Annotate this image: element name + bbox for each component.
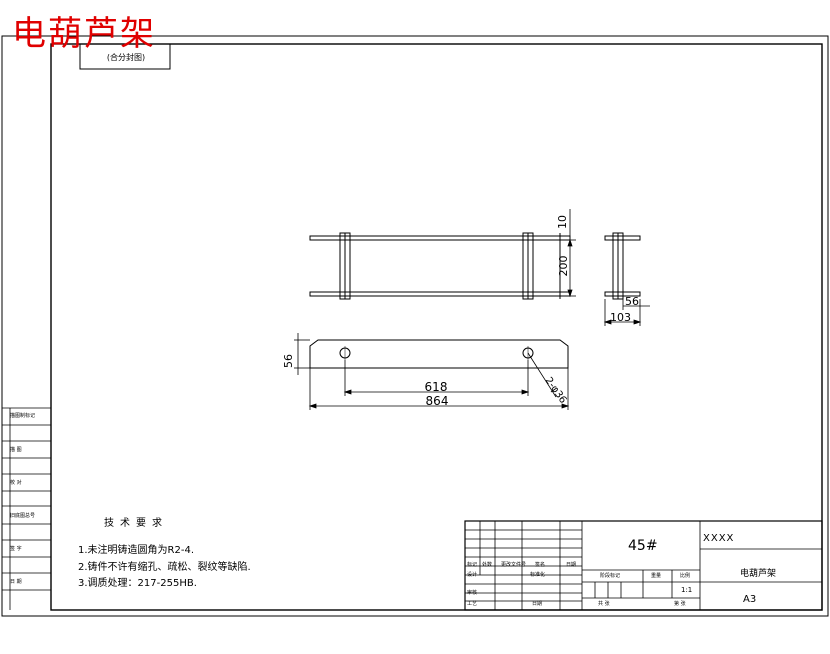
tb-label-date: 日期 <box>566 562 577 568</box>
tb-scale-value: 1:1 <box>681 586 693 594</box>
dim-top-offset: 10 <box>556 215 569 229</box>
tb-label-sheet-no: 第 张 <box>674 601 686 607</box>
dim-hole-note: 2-φ36 <box>543 375 569 405</box>
dim-height: 200 <box>557 256 570 277</box>
tb-material: 45# <box>628 538 658 554</box>
tb-label-mark: 标记 <box>467 562 478 568</box>
side-view-dimensions <box>603 299 650 326</box>
side-label-date: 日 期 <box>10 579 22 585</box>
front-top-rail <box>309 235 571 241</box>
tb-part-name: 电葫芦架 <box>740 569 777 579</box>
sheet-outer-border <box>1 35 829 617</box>
drawing-title: 电葫芦架 <box>12 14 156 54</box>
dim-side-width: 103 <box>610 311 631 324</box>
plate-view <box>309 339 569 369</box>
tb-label-weight: 重量 <box>651 573 662 579</box>
tb-label-scale: 比例 <box>680 573 691 579</box>
side-label-trace: 描 图 <box>10 447 22 453</box>
front-view <box>309 232 571 300</box>
tag-label: (合分封图) <box>106 53 146 62</box>
tb-label-partition: 更改文件号 <box>501 562 527 568</box>
side-label-signature: 签 字 <box>10 546 22 552</box>
technical-note-1: 1.未注明铸造圆角为R2-4. <box>78 545 195 556</box>
tb-label-design: 设计 <box>467 572 478 578</box>
technical-note-3: 3.调质处理：217-255HB. <box>78 578 197 589</box>
dim-plate-width: 56 <box>282 354 295 368</box>
side-label-check: 校 对 <box>10 480 22 486</box>
dim-overall-length: 864 <box>426 394 449 408</box>
title-block-grid <box>464 520 823 611</box>
dim-side-inner: 56 <box>625 295 639 308</box>
drawing-frame <box>50 43 823 611</box>
dim-hole-spacing: 618 <box>425 380 448 394</box>
tb-label-stage-mark: 阶段标记 <box>600 573 621 579</box>
tag-box <box>79 43 171 70</box>
plate-outline <box>309 339 569 369</box>
side-label-column <box>2 407 51 610</box>
tb-label-sheets-total: 共 张 <box>598 601 610 607</box>
tb-label-standardization: 标准化 <box>530 572 546 578</box>
front-bottom-rail <box>309 291 571 297</box>
tb-label-count: 处数 <box>482 562 493 568</box>
tb-sheet-size: A3 <box>743 594 757 605</box>
side-view <box>604 232 641 300</box>
tb-drawing-code: XXXX <box>703 533 735 544</box>
tb-label-signature: 签名 <box>535 562 546 568</box>
tb-label-review: 审核 <box>467 590 478 596</box>
front-view-dimensions <box>565 209 576 298</box>
technical-note-2: 2.铸件不许有缩孔、疏松、裂纹等缺陷. <box>78 562 251 573</box>
plate-view-dimensions <box>294 333 570 410</box>
side-label-trace-mark: 描图制标记 <box>10 413 36 419</box>
technical-notes-title: 技术要求 <box>104 518 168 529</box>
side-label-old-number: 旧底图总号 <box>10 513 36 519</box>
tb-label-approve: 日期 <box>532 601 543 607</box>
tb-label-process: 工艺 <box>467 601 478 607</box>
